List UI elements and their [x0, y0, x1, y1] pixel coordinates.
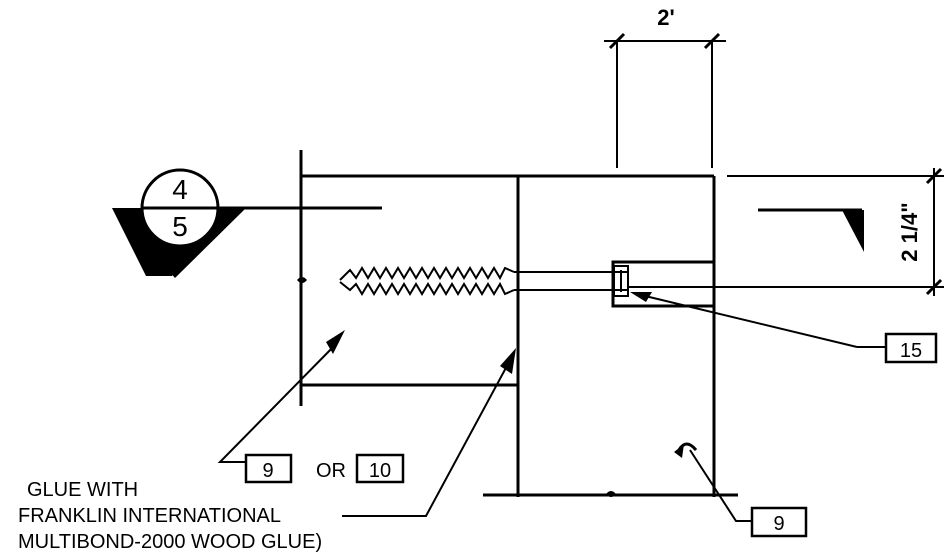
note-line-3: MULTIBOND-2000 WOOD GLUE) [18, 531, 322, 553]
screw-tag-number: 15 [900, 340, 922, 362]
bottom-leader-line [689, 449, 752, 522]
glue-leader-arrow [500, 348, 516, 374]
section-marker: 4 5 [112, 168, 382, 278]
glue-callout [342, 348, 516, 517]
dim-tick-bottom [925, 278, 943, 296]
left-member [297, 150, 714, 406]
part-leader-line [217, 341, 339, 463]
part-a-tag-box [244, 453, 293, 484]
height-dimension-label: 2 1/4" [897, 202, 922, 261]
section-number-bottom: 5 [172, 211, 188, 242]
left-member-grain-mark [297, 277, 307, 283]
screw-thread [339, 266, 515, 296]
dim-tick-top [925, 167, 943, 185]
bottom-tag-box [750, 506, 808, 538]
part-callout: 9 OR 10 [217, 330, 405, 484]
right-member-grain-mark [606, 491, 616, 497]
or-text: OR [316, 460, 346, 482]
dim-tick-right [703, 32, 721, 50]
note-line-2: FRANKLIN INTERNATIONAL [18, 505, 281, 527]
screw-tag-box [884, 332, 938, 364]
part-a-tag-number: 9 [262, 460, 273, 482]
right-member [483, 176, 738, 497]
width-dimension-label: 2' [657, 5, 674, 30]
screw-leader-arrow [630, 292, 652, 302]
screw-leader-line [640, 294, 858, 348]
section-number-top: 4 [172, 174, 188, 205]
glue-note: GLUE WITH FRANKLIN INTERNATIONAL MULTIBO… [18, 479, 322, 553]
note-line-1: GLUE WITH [27, 479, 138, 501]
bottom-tag-number: 9 [773, 513, 784, 535]
part-leader-arrow [326, 330, 345, 354]
dim-tick-left [608, 32, 626, 50]
screw-callout: 15 [630, 292, 938, 364]
screw [339, 260, 716, 308]
cut-arrow-right [842, 210, 864, 252]
right-dimension: 2 1/4" [716, 167, 944, 296]
part-b-tag-number: 10 [369, 460, 391, 482]
bottom-callout: 9 [674, 442, 808, 538]
top-dimension: 2' [604, 5, 726, 168]
part-b-tag-box [355, 453, 405, 484]
bottom-grain-arrowhead [674, 444, 684, 458]
glue-leader-line [342, 363, 509, 517]
